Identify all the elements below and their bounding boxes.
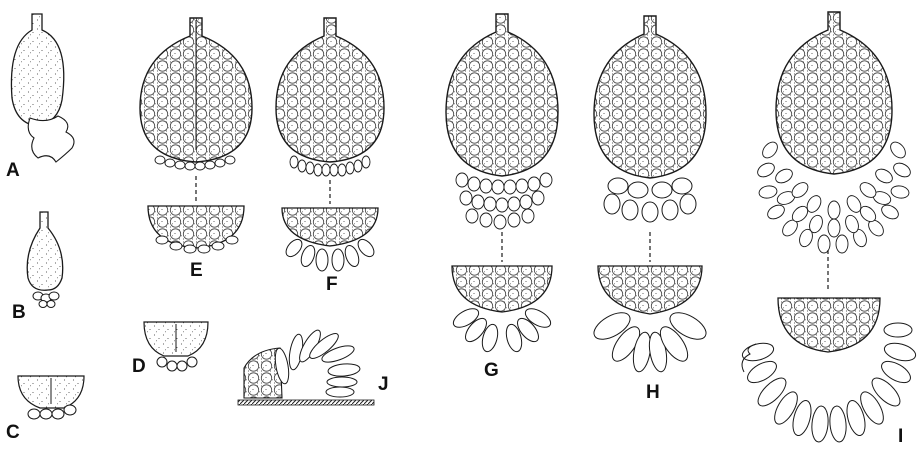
specimen-a	[11, 14, 74, 162]
label-i: I	[898, 426, 903, 447]
specimen-c	[18, 376, 84, 419]
label-b: B	[12, 302, 26, 323]
label-c: C	[6, 422, 20, 443]
label-j: J	[378, 374, 389, 395]
specimen-g	[446, 14, 558, 353]
label-f: F	[326, 274, 338, 295]
label-a: A	[6, 160, 20, 181]
specimen-i	[740, 12, 917, 443]
label-e: E	[190, 260, 203, 281]
specimen-f	[276, 18, 384, 271]
label-g: G	[484, 360, 499, 381]
label-d: D	[132, 356, 146, 377]
specimen-h	[590, 16, 711, 373]
label-h: H	[646, 382, 660, 403]
specimen-e	[140, 18, 252, 253]
specimen-d	[144, 322, 208, 371]
specimen-b	[27, 212, 63, 308]
specimen-j	[238, 327, 374, 405]
